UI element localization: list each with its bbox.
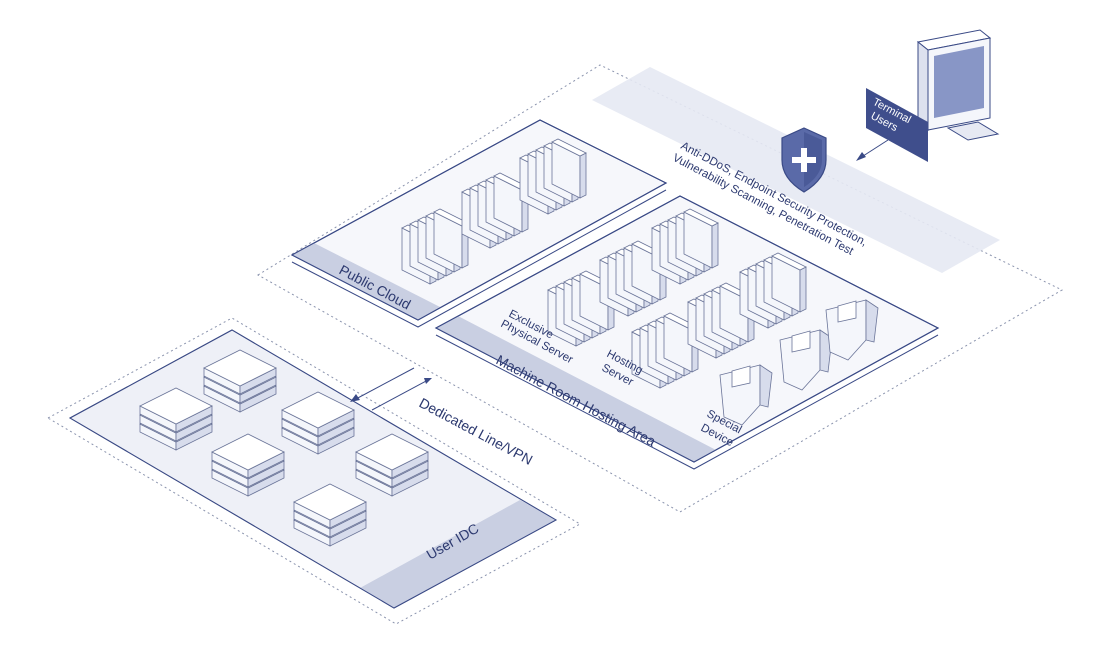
server-stack: [203, 349, 277, 413]
server-blade: [551, 138, 587, 199]
arrow-terminal-to-cloud: [856, 139, 889, 161]
machine-room-servers: [547, 208, 807, 389]
server-blade: [771, 252, 807, 313]
server-stack: [355, 433, 429, 497]
server-stack: [211, 433, 285, 497]
monitor-icon: [916, 29, 1000, 141]
idc-server-stacks: [139, 349, 429, 547]
server-stack: [293, 483, 367, 547]
server-blade: [493, 172, 529, 233]
public-cloud-servers: [401, 138, 587, 285]
special-devices: [719, 299, 879, 426]
bidirectional-arrow-icon: [350, 367, 432, 411]
server-stack: [281, 391, 355, 455]
server-stack: [139, 387, 213, 451]
shield-plus-icon: [781, 127, 827, 193]
server-blade: [683, 208, 719, 269]
